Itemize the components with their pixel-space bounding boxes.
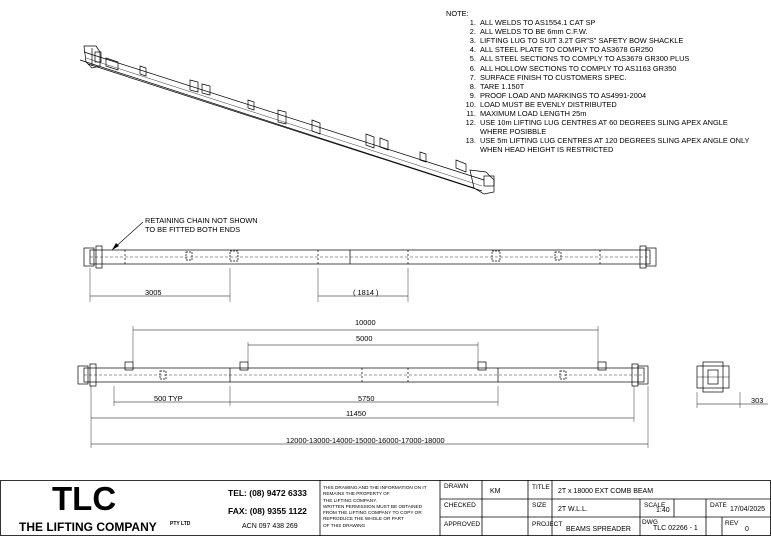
drawn-value: KM [490,488,501,495]
company-tel: TEL: (08) 9472 6333 [228,488,307,498]
scale-value: 1:40 [656,507,670,514]
title-block-grid [0,480,771,536]
dwg-value: TLC 02266 - 1 [653,525,698,532]
chain-note: RETAINING CHAIN NOT SHOWN TO BE FITTED B… [111,216,258,251]
disclaimer: THIS DRAWING AND THE INFORMATION ON IT R… [323,485,427,529]
dim-10000: 10000 [355,318,376,327]
checked-label: CHECKED [444,502,476,509]
notes-panel: NOTE: ALL WELDS TO AS1554.1 CAT SP ALL W… [446,9,755,155]
dim-length-range: 12000-13000-14000-15000-16000-17000-1800… [286,436,445,445]
notes-heading: NOTE: [446,9,469,18]
isometric-beam-view [79,45,495,195]
note-item: USE 10m LIFTING LUG CENTRES AT 60 DEGREE… [478,118,750,136]
note-item: ALL STEEL SECTIONS TO COMPLY TO AS3679 G… [478,54,755,63]
company-logo: TLC [52,480,117,517]
size-value: 2T W.L.L. [558,506,588,513]
side-view-retracted [83,245,657,302]
dim-303: 303 [751,396,763,405]
disclaimer-line: REMAINS THE PROPERTY OF [323,491,390,497]
rev-label: REV [725,520,739,527]
chain-note-line1: RETAINING CHAIN NOT SHOWN [145,216,258,225]
rev-value: 0 [745,526,749,533]
note-item: PROOF LOAD AND MARKINGS TO AS4991-2004 [478,91,755,100]
disclaimer-line: THE LIFTING COMPANY. [323,497,377,503]
dwg-label: DWG [642,519,658,526]
disclaimer-line: WRITTEN PERMISSION MUST BE OBTAINED [323,503,423,509]
approved-label: APPROVED [444,521,481,528]
dim-1814: ( 1814 ) [353,288,378,297]
dim-5000: 5000 [356,334,372,343]
project-value: BEAMS SPREADER [566,526,631,533]
note-item: TARE 1.150T [478,82,755,91]
company-pty: PTY LTD [170,521,191,527]
dim-5750: 5750 [358,394,374,403]
disclaimer-line: OF THIS DRAWING [323,522,366,528]
title-value: 2T x 18000 EXT COMB BEAM [558,488,654,495]
dim-3005: 3005 [145,288,161,297]
note-item: SURFACE FINISH TO CUSTOMERS SPEC. [478,73,755,82]
title-block: TLC THE LIFTING COMPANY PTY LTD TEL: (08… [0,480,771,536]
company-acn: ACN 097 438 269 [242,523,298,530]
drawing-canvas: RETAINING CHAIN NOT SHOWN TO BE FITTED B… [77,45,768,448]
title-label: TITLE [532,484,550,491]
company-fax: FAX: (08) 9355 1122 [228,506,307,516]
project-label: PROJECT [532,521,563,528]
note-item: ALL WELDS TO BE 6mm C.F.W. [478,27,755,36]
dim-11450: 11450 [346,409,366,418]
company-name: THE LIFTING COMPANY [19,520,157,534]
note-item: LOAD MUST BE EVENLY DISTRIBUTED [478,100,755,109]
dim-500-typ: 500 TYP [154,394,183,403]
disclaimer-line: FROM THE LIFTING COMPANY TO COPY OR [323,510,422,516]
size-label: SIZE [532,502,547,509]
note-item: ALL WELDS TO AS1554.1 CAT SP [478,18,755,27]
note-item: USE 5m LIFTING LUG CENTRES AT 120 DEGREE… [478,136,755,154]
side-view-extended [77,326,649,448]
note-item: MAXIMUM LOAD LENGTH 25m [478,109,755,118]
chain-note-line2: TO BE FITTED BOTH ENDS [145,225,240,234]
scale-label: SCALE [644,502,666,509]
disclaimer-line: REPRODUCE THE WHOLE OR PART [323,516,404,522]
date-value: 17/04/2025 [730,506,766,513]
note-item: LIFTING LUG TO SUIT 3.2T GR"S" SAFETY BO… [478,36,755,45]
disclaimer-line: THIS DRAWING AND THE INFORMATION ON IT [323,485,427,490]
note-item: ALL HOLLOW SECTIONS TO COMPLY TO AS1163 … [478,64,755,73]
date-label: DATE [710,502,727,509]
drawn-label: DRAWN [444,483,469,490]
note-item: ALL STEEL PLATE TO COMPLY TO AS3678 GR25… [478,45,755,54]
end-view [696,361,768,408]
